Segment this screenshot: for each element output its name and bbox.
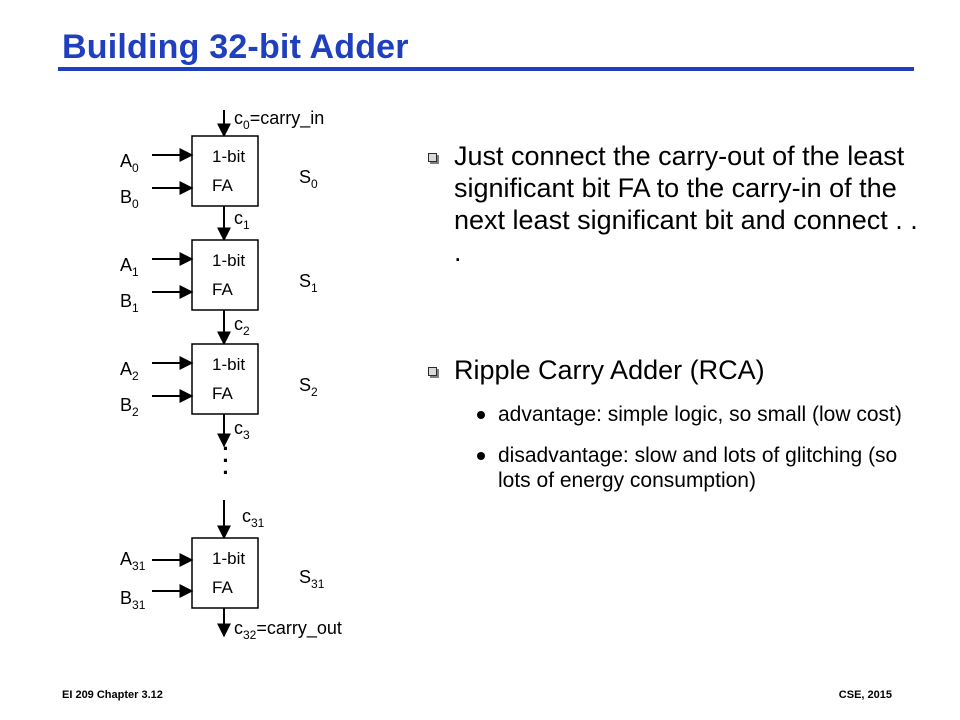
sub-bullet-item: disadvantage: slow and lots of glitching… [420,443,920,493]
input-a-label: A2 [120,359,139,383]
input-b-label: B2 [120,395,139,419]
carry-label: c1 [234,208,250,232]
footer-chapter: EI 209 Chapter 3.12 [62,689,163,701]
fa-label-line1: 1-bit [212,251,245,270]
carry-label: c3 [234,418,250,442]
vertical-ellipsis: ··· [222,436,229,485]
bullet-item: Ripple Carry Adder (RCA) [420,354,920,386]
carry-in-label: c0=carry_in [234,108,324,132]
fa-label-line2: FA [212,384,233,403]
input-b-label: B0 [120,187,139,211]
input-a-label: A1 [120,255,139,279]
bullet-list: Just connect the carry-out of the least … [420,140,920,493]
sum-output-label: S0 [299,167,318,191]
input-a-label: A31 [120,549,146,573]
sub-bullet-text: advantage: simple logic, so small (low c… [498,403,902,426]
full-adder-block-1 [191,239,259,311]
input-b-label: B1 [120,291,139,315]
slide-title: Building 32-bit Adder [62,28,409,66]
carry-label: c2 [234,314,250,338]
square-bullet-icon [428,367,439,378]
square-bullet-icon [428,153,439,164]
bullet-text: Ripple Carry Adder (RCA) [454,355,765,385]
carry-label: c31 [242,506,265,530]
fa-label-line2: FA [212,280,233,299]
full-adder-block-0 [191,135,259,207]
fa-label-line2: FA [212,578,233,597]
sub-bullet-text: disadvantage: slow and lots of glitching… [498,444,898,492]
input-a-label: A0 [120,151,139,175]
round-bullet-icon [477,452,485,460]
sum-output-label: S2 [299,375,318,399]
sum-output-label: S1 [299,271,318,295]
round-bullet-icon [477,411,485,419]
input-b-label: B31 [120,588,146,612]
carry-out-label: c32=carry_out [234,618,342,642]
sum-output-label: S31 [299,567,325,591]
sub-bullet-item: advantage: simple logic, so small (low c… [420,402,920,427]
bullet-text: Just connect the carry-out of the least … [454,141,918,267]
full-adder-block-31 [191,537,259,609]
fa-label-line1: 1-bit [212,355,245,374]
fa-label-line1: 1-bit [212,549,245,568]
title-underline [58,67,914,71]
full-adder-block-2 [191,343,259,415]
fa-label-line1: 1-bit [212,147,245,166]
fa-label-line2: FA [212,176,233,195]
footer-course: CSE, 2015 [838,689,892,701]
bullet-item: Just connect the carry-out of the least … [420,140,920,268]
